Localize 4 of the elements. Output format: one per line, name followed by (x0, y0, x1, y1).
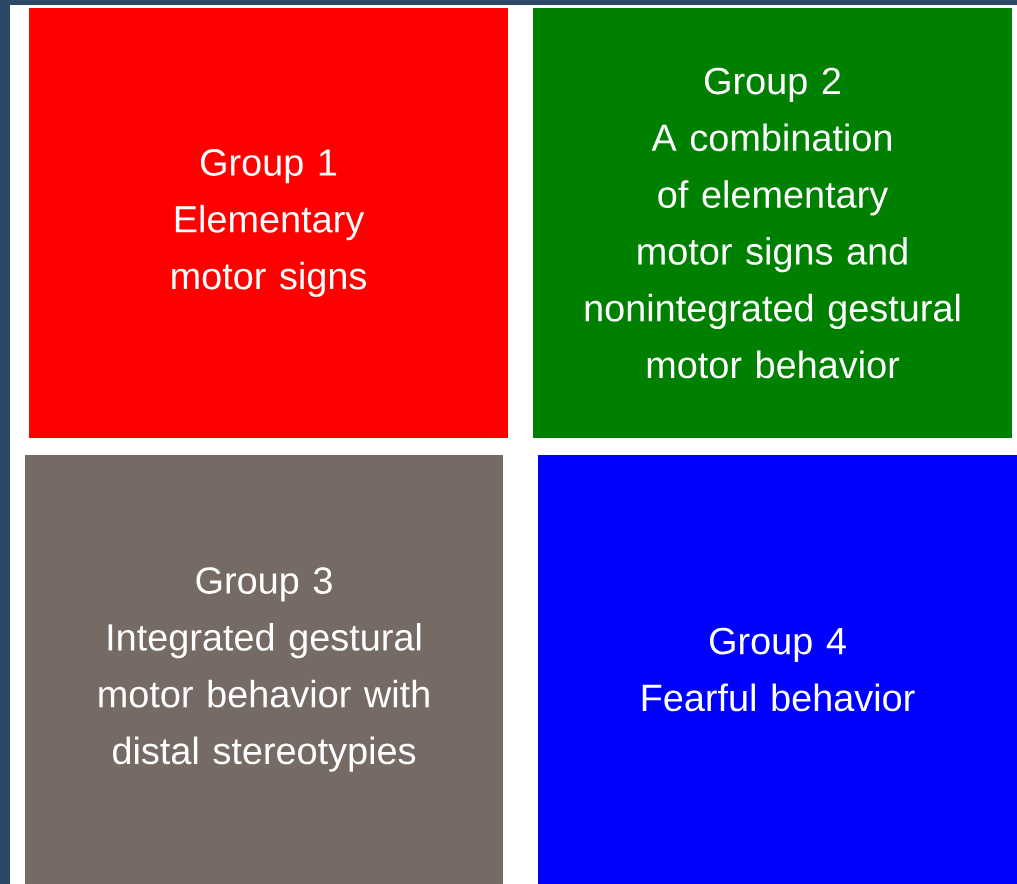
group-box: Group 1 Elementary motor signs (29, 8, 508, 438)
group-box: Group 4 Fearful behavior (538, 455, 1017, 884)
group-box: Group 2 A combination of elementary motor signs and nonintegrated gestural motor behavior (533, 8, 1012, 438)
group-box: Group 3 Integrated gestural motor behavior with distal stereotypies (25, 455, 503, 884)
